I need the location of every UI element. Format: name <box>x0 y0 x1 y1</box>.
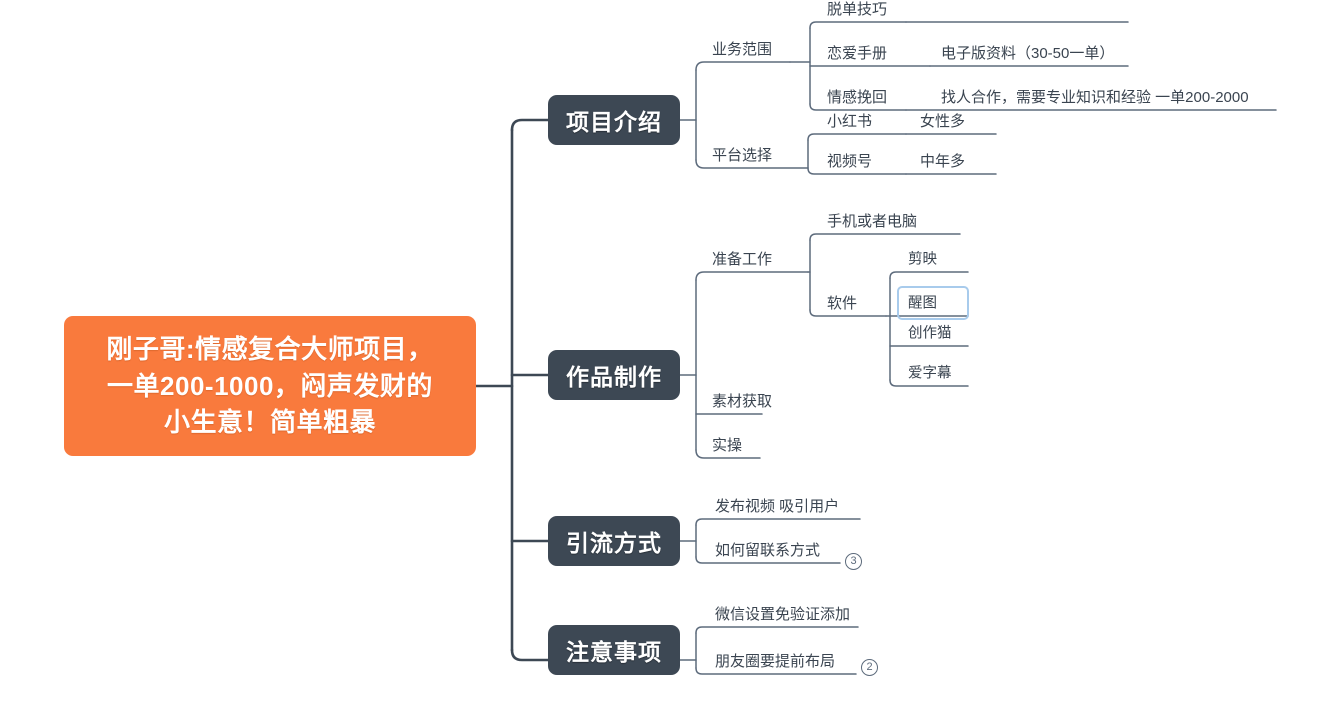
node-video-account-detail[interactable]: 中年多 <box>920 153 966 170</box>
node-wechat-no-verification[interactable]: 微信设置免验证添加 <box>715 606 851 623</box>
node-practice[interactable]: 实操 <box>712 437 743 454</box>
node-publish-video-attract-users[interactable]: 发布视频 吸引用户 <box>715 498 840 515</box>
root-node-label: 刚子哥:情感复合大师项目， 一单200-1000，闷声发财的 小生意！简单粗暴 <box>106 333 434 438</box>
node-material-acquisition[interactable]: 素材获取 <box>712 393 773 410</box>
node-business-scope[interactable]: 业务范围 <box>712 41 773 58</box>
node-emotional-recovery[interactable]: 情感挽回 <box>827 89 888 106</box>
node-jianying[interactable]: 剪映 <box>908 251 937 268</box>
node-software[interactable]: 软件 <box>827 295 858 312</box>
node-moments-layout-ahead[interactable]: 朋友圈要提前布局 <box>715 653 836 670</box>
node-how-to-leave-contact[interactable]: 如何留联系方式 <box>715 542 821 559</box>
node-video-account[interactable]: 视频号 <box>827 153 873 170</box>
child-count-badge-traffic[interactable]: 3 <box>845 553 862 570</box>
branch-node-content-production[interactable]: 作品制作 <box>548 350 680 400</box>
node-preparation[interactable]: 准备工作 <box>712 251 773 268</box>
node-love-manual[interactable]: 恋爱手册 <box>827 45 888 62</box>
node-love-manual-detail[interactable]: 电子版资料（30-50一单） <box>941 45 1115 62</box>
branch-node-label: 引流方式 <box>566 530 662 556</box>
node-single-tips[interactable]: 脱单技巧 <box>827 1 888 18</box>
node-platform-choice[interactable]: 平台选择 <box>712 147 773 164</box>
branch-node-project-intro[interactable]: 项目介绍 <box>548 95 680 145</box>
branch-node-label: 作品制作 <box>566 364 662 390</box>
node-xiaohongshu-detail[interactable]: 女性多 <box>920 113 966 130</box>
branch-node-label: 项目介绍 <box>566 109 662 135</box>
branch-node-precautions[interactable]: 注意事项 <box>548 625 680 675</box>
node-xiaohongshu[interactable]: 小红书 <box>827 113 873 130</box>
node-chuangzuomao[interactable]: 创作猫 <box>908 325 952 342</box>
branch-node-traffic-method[interactable]: 引流方式 <box>548 516 680 566</box>
child-count-badge-precautions[interactable]: 2 <box>861 659 878 676</box>
branch-node-label: 注意事项 <box>566 639 662 665</box>
selected-node-highlight <box>897 286 969 320</box>
node-aizimu[interactable]: 爱字幕 <box>908 365 952 382</box>
root-node[interactable]: 刚子哥:情感复合大师项目， 一单200-1000，闷声发财的 小生意！简单粗暴 <box>64 316 476 456</box>
node-phone-or-computer[interactable]: 手机或者电脑 <box>827 213 918 230</box>
node-emotional-recovery-detail[interactable]: 找人合作，需要专业知识和经验 一单200-2000 <box>941 89 1249 106</box>
node-xingtu[interactable]: 醒图 <box>908 295 937 312</box>
